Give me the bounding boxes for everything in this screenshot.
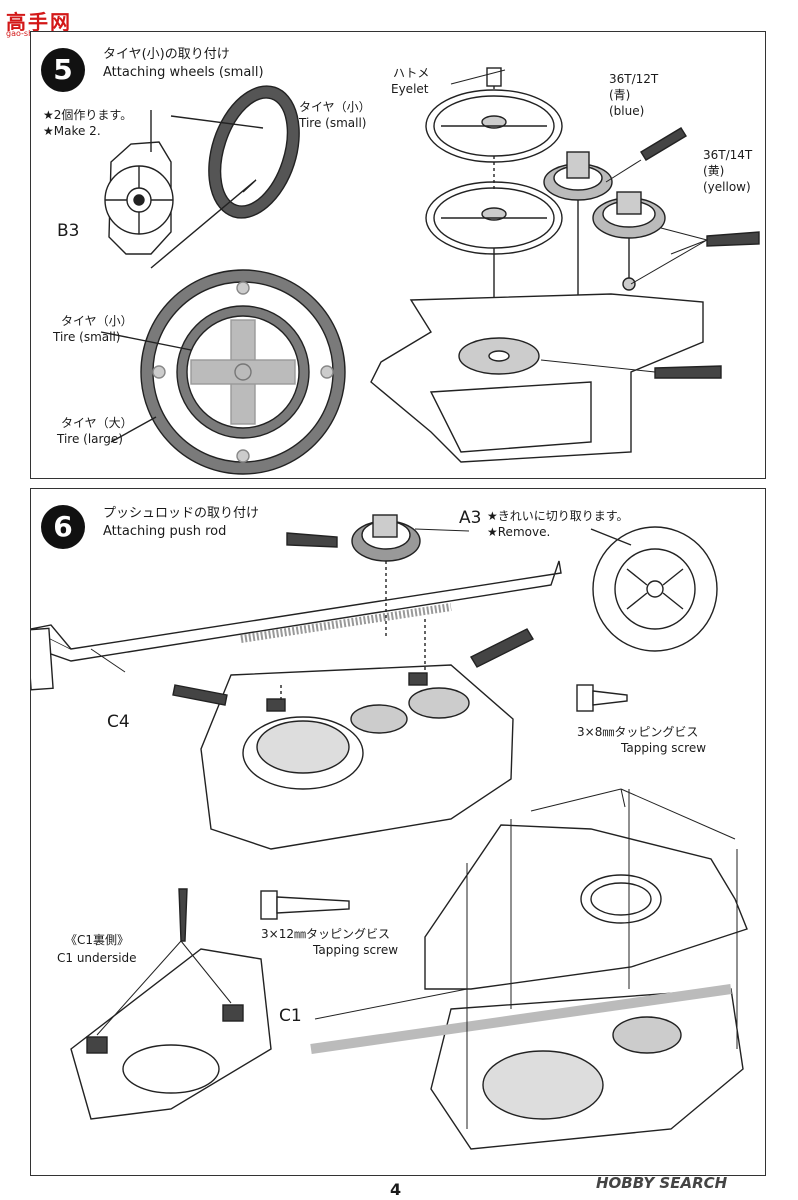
gear2-color-en: (yellow) xyxy=(703,180,751,194)
gear1-spec: 36T/12T xyxy=(609,72,659,86)
c1-underside-jp: 《C1裏側》 xyxy=(65,933,130,947)
grease-tube-icon xyxy=(172,532,534,942)
part-label-c4: C4 xyxy=(107,712,130,732)
tapping-screw-3x8 xyxy=(576,684,628,712)
step-5-title-jp: タイヤ(小)の取り付け xyxy=(103,47,230,62)
part-label-c1: C1 xyxy=(279,1006,302,1026)
step-6-panel: 6 プッシュロッドの取り付け Attaching push rod A3 ★きれ… xyxy=(30,488,766,1176)
step-6-title-en: Attaching push rod xyxy=(103,524,227,539)
wheel-disc-lower xyxy=(425,181,563,255)
remove-note-jp: ★きれいに切り取ります。 xyxy=(487,509,629,523)
c1-underside-detail xyxy=(70,948,272,1120)
step-6-number: 6 xyxy=(41,505,85,549)
page-number: 4 xyxy=(390,1180,402,1199)
wheel-tires-front-view xyxy=(140,269,346,475)
step-5-title-en: Attaching wheels (small) xyxy=(103,65,264,80)
eyelet-en: Eyelet xyxy=(391,82,429,96)
part-c1 xyxy=(424,824,748,990)
gear1-color-en: (blue) xyxy=(609,104,645,118)
wheel-hub-b3 xyxy=(104,141,174,255)
wheel-disc-upper xyxy=(425,89,563,163)
tire-small-en: Tire (small) xyxy=(53,330,121,344)
gear2-spec: 36T/14T xyxy=(703,148,753,162)
remove-note-en: ★Remove. xyxy=(487,525,551,539)
step-5-number: 5 xyxy=(41,48,85,92)
gear-36t-12t xyxy=(543,151,613,201)
step-6-illustration xyxy=(31,514,748,1150)
make-two-note-jp: ★2個作ります。 xyxy=(43,108,133,122)
gear1-color-jp: (青) xyxy=(609,88,631,102)
tire-small-jp: タイヤ（小） xyxy=(61,314,133,328)
make-two-note-en: ★Make 2. xyxy=(43,124,101,138)
tire-large-jp: タイヤ（大） xyxy=(61,416,133,430)
push-rod-c4 xyxy=(31,560,562,691)
tire-small-top-jp: タイヤ（小） xyxy=(299,100,371,114)
screw-3x8-jp: 3×8㎜タッピングビス xyxy=(577,725,699,739)
screw-3x12-en: Tapping screw xyxy=(313,943,399,957)
gear-36t-14t xyxy=(592,191,666,239)
tire-large-en: Tire (large) xyxy=(57,432,123,446)
gear2-color-jp: (黄) xyxy=(703,164,725,178)
watermark-logo: 高手网 xyxy=(6,10,72,34)
gearbox-housing xyxy=(370,277,704,463)
screw-3x12-jp: 3×12㎜タッピングビス xyxy=(261,927,390,941)
part-label-a3: A3 xyxy=(459,508,482,528)
tire-small-top-en: Tire (small) xyxy=(299,116,367,130)
step-5-illustration xyxy=(100,67,760,475)
tapping-screw-3x12 xyxy=(260,890,350,920)
step-5-panel: 5 タイヤ(小)の取り付け Attaching wheels (small) ★… xyxy=(30,31,766,479)
c1-underside-en: C1 underside xyxy=(57,951,137,965)
eyelet-jp: ハトメ xyxy=(393,66,430,80)
small-tire-exploded xyxy=(208,85,300,219)
grease-tube-icon xyxy=(640,127,760,379)
hobby-search-logo: HOBBY SEARCH xyxy=(596,1174,728,1192)
remove-detail xyxy=(590,526,718,652)
step-6-title-jp: プッシュロッドの取り付け xyxy=(103,506,260,521)
screw-3x8-en: Tapping screw xyxy=(621,741,707,755)
part-label-b3: B3 xyxy=(57,221,80,241)
gearbox-upper xyxy=(200,664,514,850)
part-a3-gear xyxy=(351,514,421,562)
gearbox-lower xyxy=(310,984,744,1150)
